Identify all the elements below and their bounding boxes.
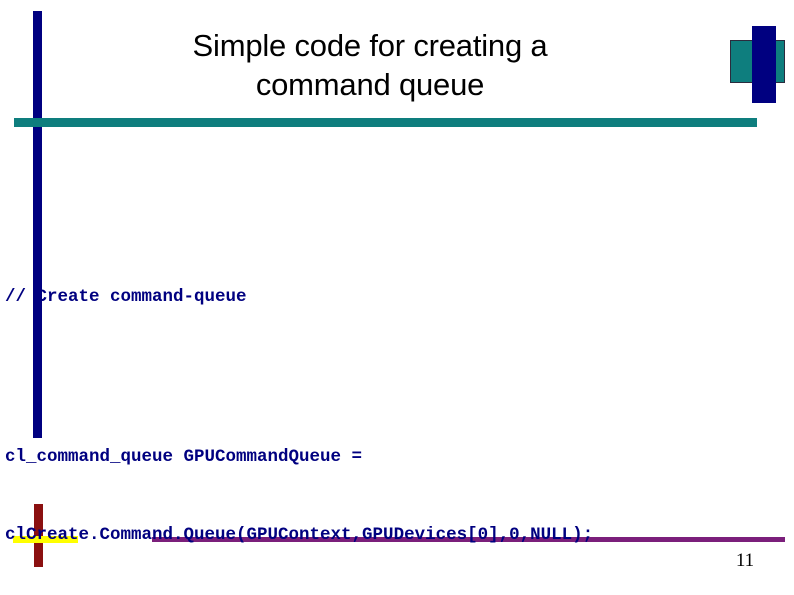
slide-title-line-2: command queue bbox=[255, 67, 485, 102]
dark-red-vertical-bar-icon bbox=[34, 504, 43, 567]
code-line-call: clCreate.Command.Queue(GPUContext,GPUDev… bbox=[5, 525, 594, 545]
teal-horizontal-rule-icon bbox=[14, 118, 757, 127]
slide-title: Simple code for creating a command queue bbox=[60, 26, 680, 104]
code-blank-line bbox=[5, 362, 794, 392]
slide-title-line-1: Simple code for creating a bbox=[192, 28, 548, 63]
code-line-declaration: cl_command_queue GPUCommandQueue = bbox=[5, 447, 363, 467]
purple-horizontal-rule-icon bbox=[152, 537, 785, 542]
navy-vertical-bar-left-icon bbox=[33, 11, 42, 438]
yellow-horizontal-rule-icon bbox=[13, 536, 78, 543]
code-line-comment: // Create command-queue bbox=[5, 287, 247, 307]
slide-code-body: // Create command-queue cl_command_queue… bbox=[5, 232, 794, 595]
navy-vertical-bar-top-right-icon bbox=[752, 26, 776, 103]
slide-page-number: 11 bbox=[735, 550, 755, 571]
